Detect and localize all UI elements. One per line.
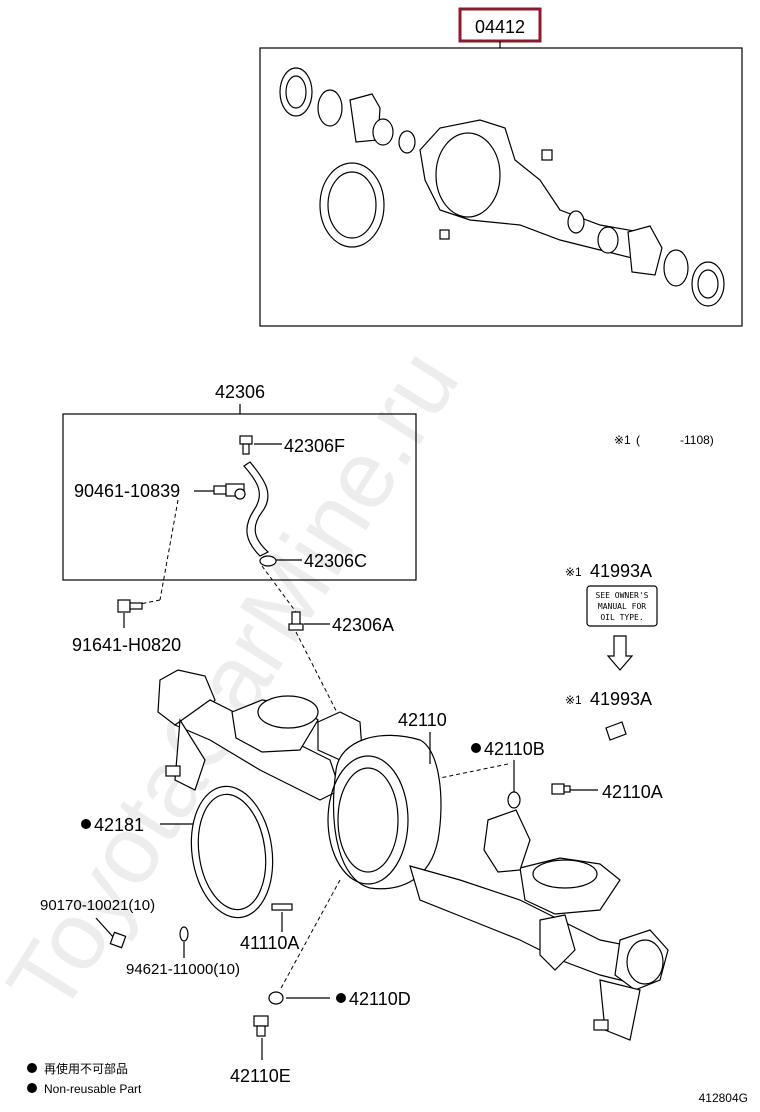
hose-clamp-42306C <box>259 555 277 567</box>
right-oring <box>663 249 689 287</box>
nonreusable-dot-42181 <box>81 819 91 829</box>
ref-mark-bottom: ※1 <box>565 693 582 707</box>
bolt-dash-line <box>159 499 179 601</box>
sticker-line-3: OIL TYPE. <box>600 613 643 622</box>
axle-housing-main <box>157 669 669 1041</box>
legend-dot-1 <box>27 1063 37 1073</box>
kit-parts-illustration <box>279 67 725 307</box>
sticker-line-1: SEE OWNER'S <box>596 591 649 600</box>
kit-label[interactable]: 04412 <box>475 17 525 37</box>
right-bearing <box>597 226 619 254</box>
callout-90461-10839[interactable]: 90461-10839 <box>74 481 180 501</box>
right-seal <box>567 210 585 234</box>
washer-94621 <box>179 926 189 942</box>
nut-kit-1 <box>541 149 553 161</box>
left-bearing <box>372 118 394 146</box>
vent-hose <box>243 461 270 557</box>
oil-type-sticker <box>586 585 658 627</box>
callout-91641-H0820[interactable]: 91641-H0820 <box>72 635 181 655</box>
callout-42110E[interactable]: 42110E <box>230 1066 291 1086</box>
legend-line-1: 再使用不可部品 <box>44 1061 128 1076</box>
callout-42306[interactable]: 42306 <box>215 382 265 402</box>
right-flange <box>691 261 725 307</box>
footnote-mark: ※1 <box>614 433 631 447</box>
gasket-42110B <box>507 791 521 809</box>
callout-42306C[interactable]: 42306C <box>304 551 367 571</box>
plug-42110A <box>551 783 571 795</box>
cover-gasket-kit <box>319 162 385 248</box>
stud-41110A <box>271 903 293 911</box>
callout-42181[interactable]: 42181 <box>94 815 144 835</box>
callout-42110[interactable]: 42110 <box>398 710 447 730</box>
callout-42306F[interactable]: 42306F <box>284 436 345 456</box>
callout-41993A-top[interactable]: 41993A <box>590 561 652 581</box>
kit-box <box>259 47 743 327</box>
ref-mark-top: ※1 <box>565 565 582 579</box>
nonreusable-dot-42110D <box>336 993 346 1003</box>
callout-90170-10021[interactable]: 90170-10021(10) <box>40 897 155 914</box>
gasket-42110D <box>268 991 284 1005</box>
footnote-paren: ( <box>636 433 640 447</box>
sticker-line-2: MANUAL FOR <box>598 602 646 611</box>
bolt-91641 <box>117 599 143 613</box>
callout-42110D[interactable]: 42110D <box>349 989 411 1009</box>
callout-41993A-bottom[interactable]: 41993A <box>590 689 652 709</box>
left-seal <box>398 130 416 154</box>
nut-90170 <box>109 931 127 949</box>
legend-dot-2 <box>27 1083 37 1093</box>
clip-90461 <box>213 483 246 500</box>
right-gasket <box>627 225 663 276</box>
figure-id: 412804G <box>699 1091 748 1105</box>
left-oring <box>317 89 343 127</box>
axle-housing-kit <box>419 119 656 261</box>
nonreusable-dot-42110B <box>471 743 481 753</box>
left-flange <box>279 67 313 117</box>
legend-line-2: Non-reusable Part <box>44 1082 142 1096</box>
plug-42306F <box>239 435 253 455</box>
plug-42110E <box>253 1015 269 1037</box>
callout-41110A[interactable]: 41110A <box>240 933 299 953</box>
callout-42306A[interactable]: 42306A <box>332 615 394 635</box>
footnote-range: -1108) <box>680 433 714 447</box>
callout-94621-11000[interactable]: 94621-11000(10) <box>126 961 240 978</box>
sticker-on-housing <box>605 721 627 741</box>
cover-gasket-42181 <box>190 785 274 919</box>
down-arrow-icon <box>606 635 634 671</box>
nut-kit-2 <box>439 229 450 240</box>
vent-assembly-box <box>62 413 417 581</box>
callout-42110B[interactable]: 42110B <box>484 739 545 759</box>
callout-42110A[interactable]: 42110A <box>602 782 663 802</box>
